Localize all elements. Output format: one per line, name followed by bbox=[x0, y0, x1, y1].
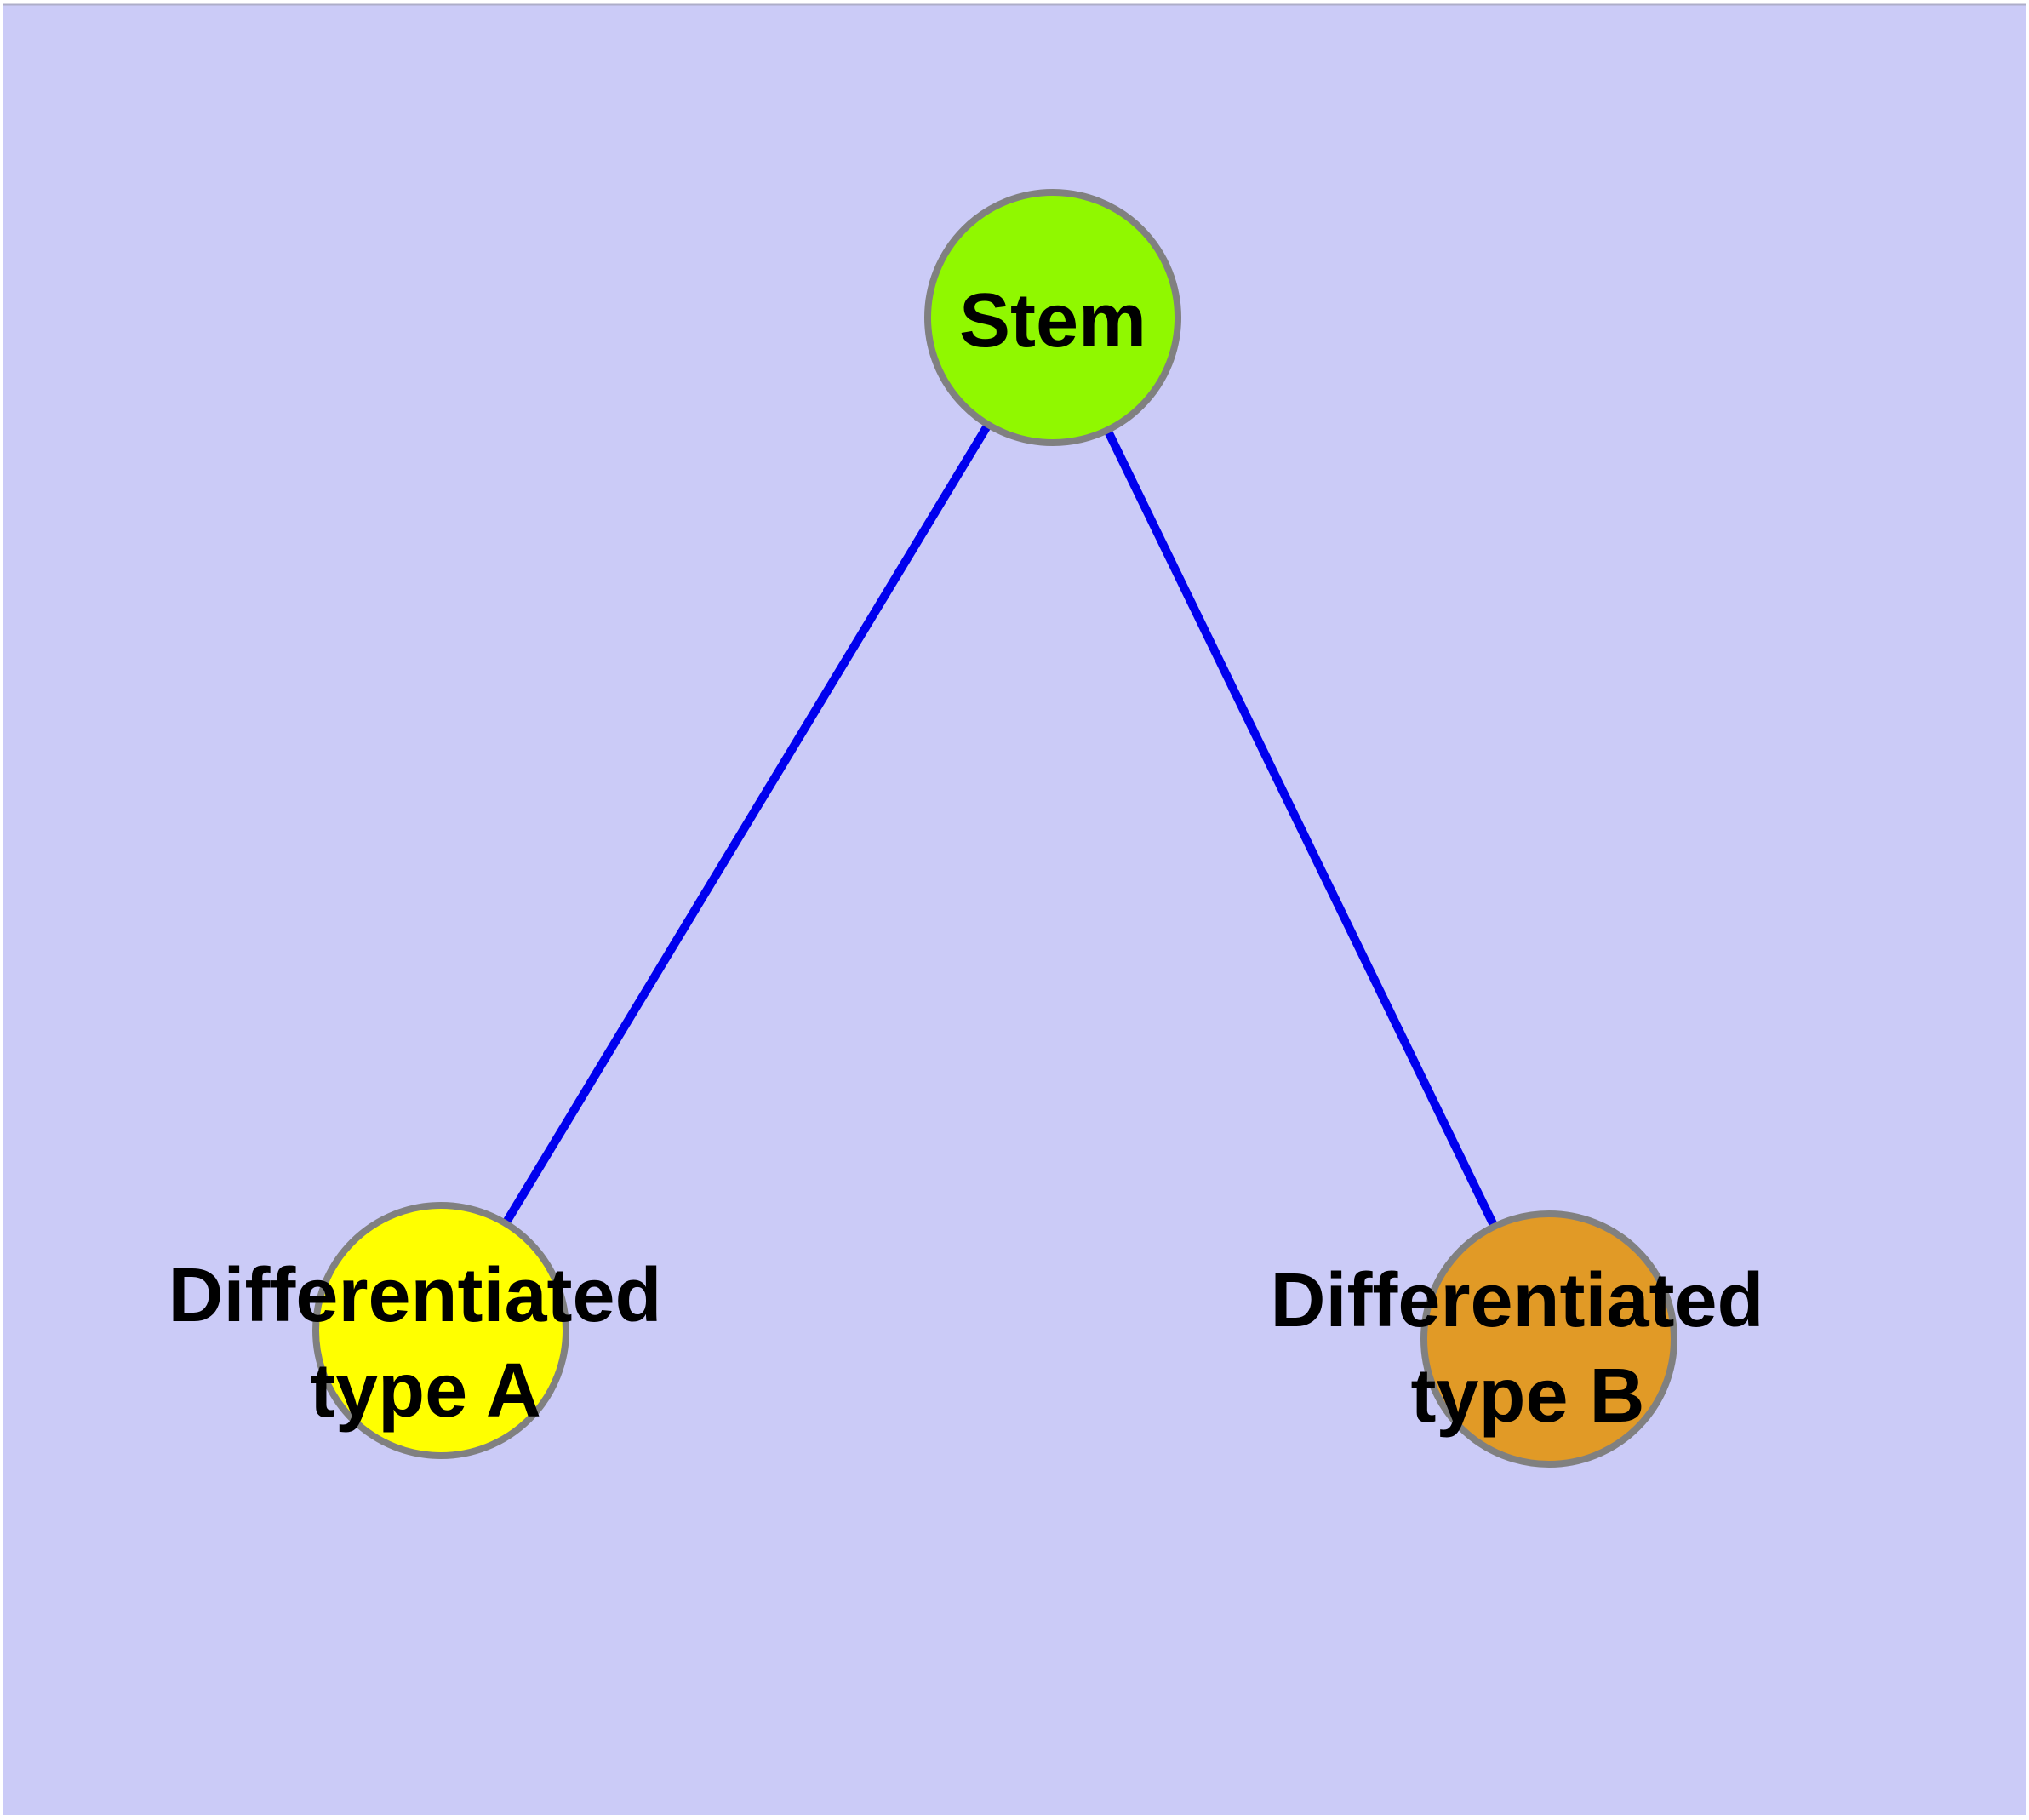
node-label-differentiated-type-a: Differentiated type A bbox=[168, 1253, 683, 1434]
edge-stem-to-type-a bbox=[437, 315, 1057, 1333]
node-label-differentiated-type-b: Differentiated type B bbox=[1270, 1258, 1785, 1439]
node-label-differentiated-type-a-line1: Differentiated bbox=[168, 1253, 661, 1338]
node-label-differentiated-type-a-line2: type A bbox=[310, 1348, 541, 1434]
node-differentiated-type-a bbox=[312, 1202, 569, 1459]
node-label-differentiated-type-b-line1: Differentiated bbox=[1270, 1258, 1763, 1343]
node-label-stem: Stem bbox=[959, 278, 1146, 363]
node-stem bbox=[924, 189, 1181, 446]
node-differentiated-type-b bbox=[1420, 1210, 1677, 1468]
node-label-differentiated-type-b-line2: type B bbox=[1410, 1354, 1644, 1439]
edge-stem-to-type-b bbox=[1049, 315, 1553, 1342]
